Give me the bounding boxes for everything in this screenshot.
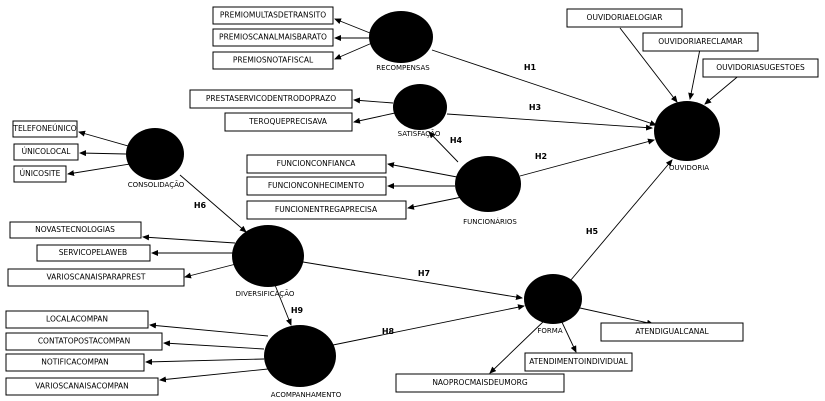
latent-ouvidoria: OUVIDORIA [654,101,720,172]
indicator-label: FUNCIONENTREGAPRECISA [275,205,378,214]
indicator-label: VARIOSCANAISACOMPAN [35,382,128,391]
indicator-box-novastecnologias: NOVASTECNOLOGIAS [9,221,142,239]
latent-label: DIVERSIFICAÇÃO [236,289,295,298]
indicator-label: LOCALACOMPAN [46,315,108,324]
indicator-label: OUVIDORIAELOGIAR [587,13,663,22]
indicator-box-prestaservico: PRESTASERVICODENTRODOPRAZO [189,89,353,109]
indicator-label: PREMIOSNOTAFISCAL [233,56,314,65]
latent-label: FUNCIONÁRIOS [463,217,517,226]
latent-diversificacao: DIVERSIFICAÇÃO [232,225,304,298]
indicator-label: NAOPROCMAISDEUMORG [432,378,528,387]
indicator-label: SERVICOPELAWEB [59,248,127,257]
latent-consolidacao: CONSOLIDAÇÃO [126,128,185,189]
indicator-label: OUVIDORIARECLAMAR [658,37,742,46]
hypothesis-h5: H5 [586,227,599,236]
hypothesis-h8: H8 [382,327,395,336]
indicator-label: NOTIFICACOMPAN [41,358,108,367]
indicator-box-unicosite: ÚNICOSITE [13,165,67,183]
indicator-box-atendimentoindividual: ATENDIMENTOINDIVIDUAL [524,352,633,372]
indicator-box-varioscanaisprest: VARIOSCANAISPARAPREST [7,268,185,287]
indicator-box-atendigualcanal: ATENDIGUALCANAL [600,322,744,342]
latent-label: SATISFAÇÃO [398,129,441,138]
indicator-box-notificacompan: NOTIFICACOMPAN [5,353,145,372]
hypothesis-h4: H4 [450,136,463,145]
indicator-label: FUNCIONCONFIANCA [277,159,357,168]
hypothesis-h7: H7 [418,269,430,278]
indicator-label: VARIOSCANAISPARAPREST [47,273,146,282]
indicator-label: PRESTASERVICODENTRODOPRAZO [206,94,336,103]
indicator-label: ATENDIGUALCANAL [635,327,709,336]
indicator-label: ATENDIMENTOINDIVIDUAL [529,357,628,366]
indicator-box-naoprocmaisdeumorg: NAOPROCMAISDEUMORG [395,373,565,393]
latent-label: CONSOLIDAÇÃO [128,180,185,189]
indicator-label: FUNCIONCONHECIMENTO [268,181,364,190]
hypothesis-labels: H1 H3 H2 H4 H5 H6 H7 H8 H9 [194,63,599,336]
hypothesis-h3: H3 [529,103,541,112]
latent-funcionarios: FUNCIONÁRIOS [455,156,521,226]
indicator-box-funcionentrega: FUNCIONENTREGAPRECISA [246,200,407,220]
indicator-label: PREMIOSCANALMAISBARATO [219,33,327,42]
indicator-box-telefoneunico: TELEFONEÚNICO [12,120,78,138]
hypothesis-h9: H9 [291,306,304,315]
hypothesis-h2: H2 [535,152,547,161]
indicator-box-unicolocal: ÚNICOLOCAL [13,143,79,161]
indicator-box-funcionconfianca: FUNCIONCONFIANCA [246,154,387,174]
latent-label: ACOMPANHAMENTO [271,391,342,399]
indicator-box-premiomultas: PREMIOMULTASDETRANSITO [212,6,334,25]
latent-forma: FORMA [524,274,582,335]
indicator-box-premiosnota: PREMIOSNOTAFISCAL [212,51,334,70]
latent-recompensas: RECOMPENSAS [369,11,433,72]
indicator-box-ouvidoriasugestoes: OUVIDORIASUGESTOES [702,58,819,78]
latent-acompanhamento: ACOMPANHAMENTO [264,325,342,399]
indicator-label: TELEFONEÚNICO [12,124,76,133]
indicator-edges [67,18,743,383]
hypothesis-h6: H6 [194,201,207,210]
indicator-label: OUVIDORIASUGESTOES [716,63,805,72]
indicator-box-ouvidoriaelogiar: OUVIDORIAELOGIAR [566,8,683,28]
indicator-label: CONTATOPOSTACOMPAN [38,337,130,346]
indicator-label: ÚNICOLOCAL [22,147,72,156]
indicator-box-contatoposta: CONTATOPOSTACOMPAN [5,332,163,351]
indicator-box-servicopelaweb: SERVICOPELAWEB [36,244,151,262]
hypothesis-h1: H1 [524,63,537,72]
structural-edges [179,49,673,346]
latent-label: OUVIDORIA [669,164,709,172]
latent-satisfacao: SATISFAÇÃO [393,84,447,138]
indicator-box-localacompan: LOCALACOMPAN [5,310,149,329]
indicator-label: PREMIOMULTASDETRANSITO [220,11,326,20]
indicator-box-funcionconhecimento: FUNCIONCONHECIMENTO [246,176,387,196]
latent-label: RECOMPENSAS [376,64,430,72]
indicator-label: ÚNICOSITE [20,169,61,178]
indicator-label: NOVASTECNOLOGIAS [35,225,115,234]
indicator-label: TEROQUEPRECISAVA [248,117,328,126]
indicator-box-premioscanal: PREMIOSCANALMAISBARATO [212,28,334,47]
latent-label: FORMA [537,327,562,335]
indicator-box-ouvidoriareclamar: OUVIDORIARECLAMAR [642,32,759,52]
indicator-box-varioscanaisacompan: VARIOSCANAISACOMPAN [5,377,159,396]
indicator-box-teroque: TEROQUEPRECISAVA [224,112,353,132]
